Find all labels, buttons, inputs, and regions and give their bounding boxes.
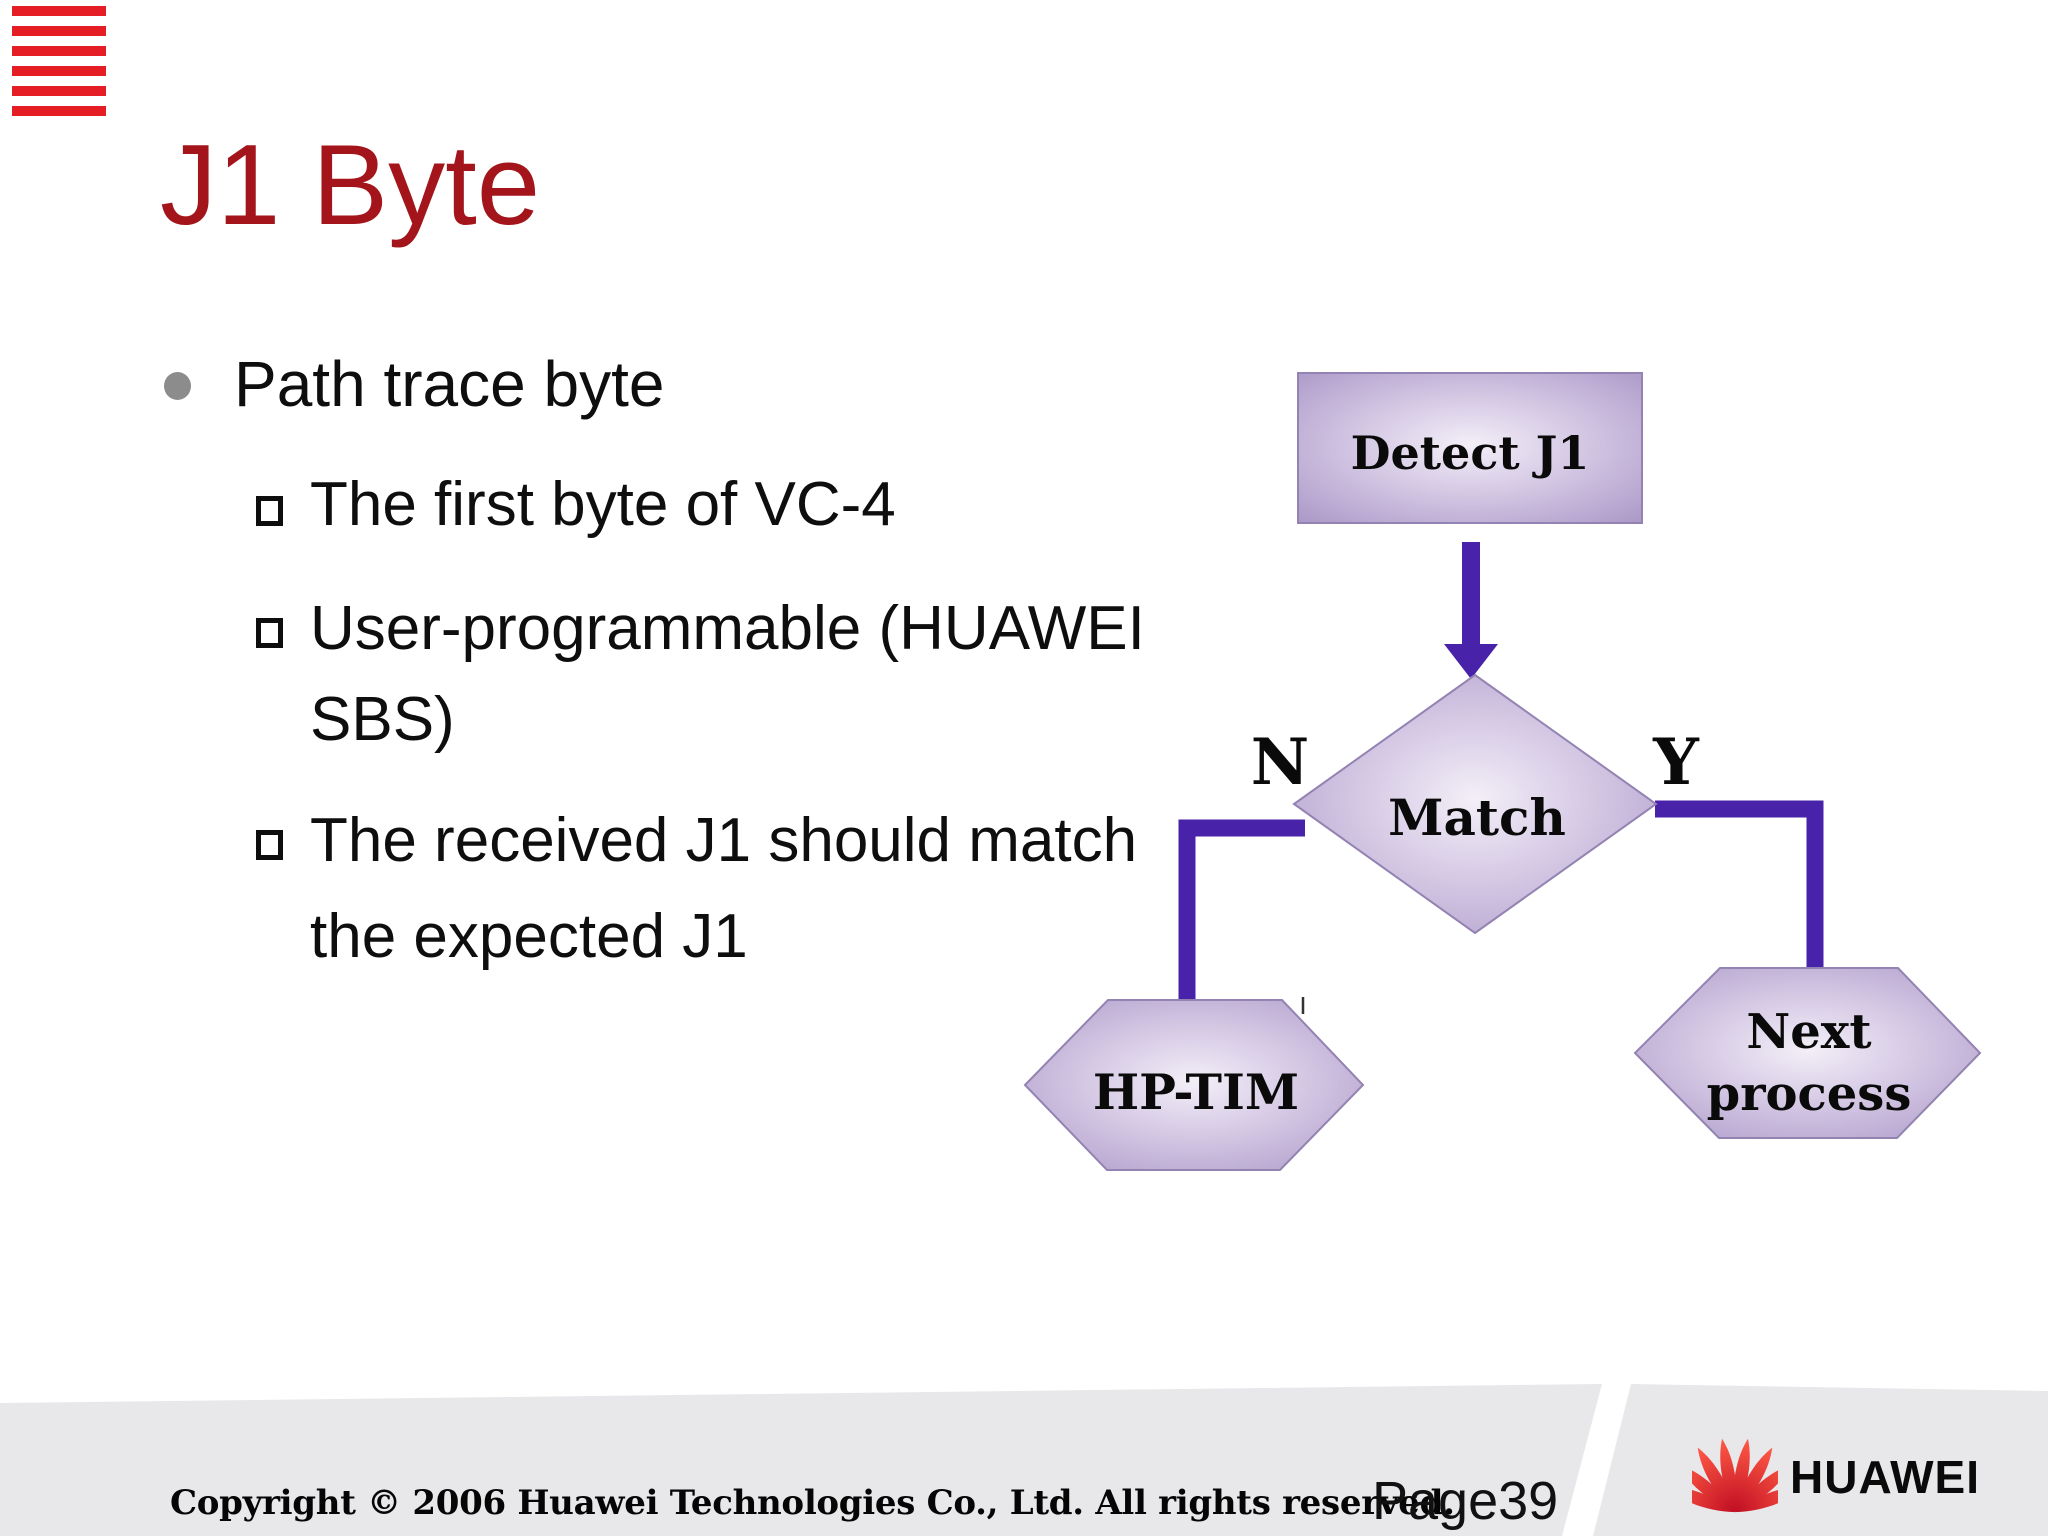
- copyright-text: Copyright © 2006 Huawei Technologies Co.…: [170, 1483, 1455, 1523]
- page-number: Page39: [1372, 1471, 1559, 1531]
- bullet-dot-icon: [164, 372, 191, 400]
- down-arrow-icon: [1444, 542, 1498, 679]
- sub-bullet-user-programmable-line1: User-programmable (HUAWEI: [310, 594, 1145, 663]
- slide-corner-stripes-decoration: [12, 6, 106, 124]
- next-process-label-line1: Next: [1746, 1004, 1871, 1060]
- sub-bullet-received-j1-line1: The received J1 should match: [310, 806, 1138, 875]
- huawei-logo: HUAWEI: [1692, 1424, 1992, 1524]
- next-process-hexagon: [1633, 967, 1982, 1139]
- huawei-wordmark: HUAWEI: [1790, 1451, 1980, 1503]
- match-label: Match: [1388, 788, 1566, 847]
- square-bullet-icon: [256, 496, 283, 526]
- sub-bullet-first-byte: The first byte of VC-4: [310, 470, 896, 539]
- bullet-main: Path trace byte: [234, 348, 665, 420]
- yes-label: Y: [1652, 725, 1700, 800]
- detect-j1-label: Detect J1: [1351, 426, 1590, 480]
- next-process-label-line2: process: [1707, 1066, 1912, 1122]
- no-branch-connector: [1178, 819, 1305, 1002]
- huawei-flower-icon: [1692, 1438, 1778, 1513]
- yes-branch-connector: [1655, 800, 1824, 968]
- square-bullet-icon: [256, 830, 283, 860]
- detect-j1-box: [1297, 372, 1643, 524]
- square-bullet-icon: [256, 618, 283, 648]
- no-label: N: [1251, 725, 1310, 800]
- footer-band-left: [0, 1384, 1602, 1536]
- sub-bullet-received-j1-line2: the expected J1: [310, 902, 748, 971]
- footer-band: [0, 1384, 2048, 1536]
- page-title: J1 Byte: [160, 122, 541, 249]
- sub-bullet-user-programmable-line2: SBS): [310, 685, 455, 754]
- hp-tim-label: HP-TIM: [1093, 1063, 1299, 1121]
- match-diamond: [1292, 673, 1658, 935]
- flowchart: Detect J1 Match N Y HP-TIM Next process: [1023, 372, 1982, 1171]
- hp-tim-hexagon: [1023, 999, 1365, 1171]
